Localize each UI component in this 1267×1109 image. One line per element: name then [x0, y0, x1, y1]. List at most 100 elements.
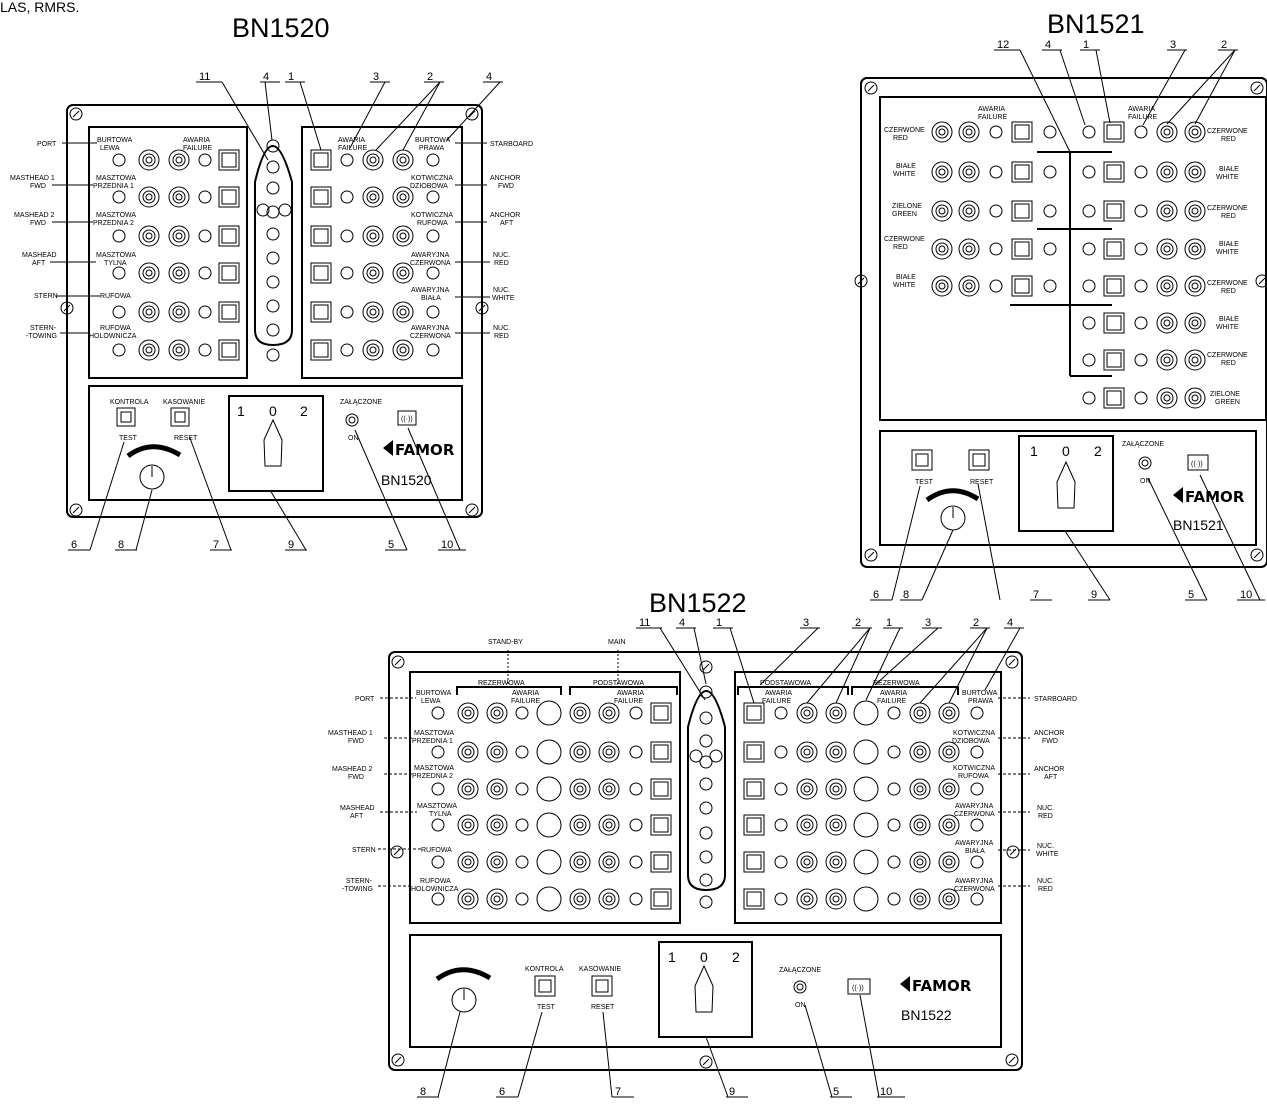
side-aft-r: AFT: [500, 220, 514, 227]
failure-button[interactable]: [743, 778, 765, 800]
lbl-awaria-r: AWARIA: [1128, 106, 1155, 113]
failure-button-inner: [746, 854, 762, 870]
failure-button[interactable]: [218, 149, 240, 171]
failure-button[interactable]: [1011, 275, 1033, 297]
reserve-lamp: [853, 849, 879, 875]
indicator-lamp-small: [431, 818, 445, 832]
test-label: TEST: [119, 435, 138, 442]
side-nuc-2: NUC.: [1037, 843, 1054, 850]
navigation-lamp: [1156, 312, 1178, 334]
selector-pos-0: 0: [269, 403, 277, 419]
failure-button[interactable]: [1103, 238, 1125, 260]
failure-button[interactable]: [1103, 161, 1125, 183]
failure-button[interactable]: [743, 814, 765, 836]
dimmer-knob[interactable]: [139, 464, 165, 490]
navigation-lamp-core: [493, 895, 501, 903]
label-rufowa: RUFOWA: [100, 293, 131, 300]
failure-button[interactable]: [650, 702, 672, 724]
test-button[interactable]: [116, 407, 136, 427]
failure-button[interactable]: [1103, 275, 1125, 297]
failure-button[interactable]: [650, 741, 672, 763]
callout-leader: [659, 627, 706, 701]
navigation-lamp: [362, 186, 384, 208]
failure-button[interactable]: [310, 262, 332, 284]
mode-selector[interactable]: [1018, 435, 1114, 532]
mode-selector[interactable]: [658, 941, 753, 1038]
navigation-lamp-inner: [800, 745, 814, 759]
navigation-lamp-inner: [573, 855, 587, 869]
failure-button-inner: [653, 854, 669, 870]
failure-button[interactable]: [743, 741, 765, 763]
failure-button[interactable]: [218, 186, 240, 208]
callout-number: 9: [729, 1086, 735, 1098]
mode-selector[interactable]: [228, 395, 324, 492]
navigation-lamp: [825, 778, 847, 800]
navigation-lamp-inner: [1188, 165, 1202, 179]
dimmer-knob[interactable]: [451, 987, 477, 1013]
callout-leader: [89, 441, 125, 551]
failure-button[interactable]: [650, 814, 672, 836]
failure-button[interactable]: [1103, 121, 1125, 143]
failure-button[interactable]: [310, 225, 332, 247]
callout-leader: [1166, 49, 1236, 125]
failure-button[interactable]: [1103, 312, 1125, 334]
side-starboard: STARBOARD: [490, 141, 533, 148]
side-nuc-3: NUC.: [493, 325, 510, 332]
reset-button[interactable]: [968, 449, 990, 471]
callout-number: 7: [213, 539, 219, 551]
failure-button[interactable]: [650, 888, 672, 910]
failure-button[interactable]: [1011, 238, 1033, 260]
indicator-lamp-small: [1134, 353, 1148, 367]
navigation-lamp: [392, 186, 414, 208]
navigation-lamp-inner: [1160, 165, 1174, 179]
navigation-lamp-core: [945, 858, 953, 866]
label-awaryjna-2: AWARYJNA: [411, 287, 450, 294]
navigation-lamp: [362, 149, 384, 171]
failure-button[interactable]: [218, 262, 240, 284]
failure-button[interactable]: [1011, 161, 1033, 183]
reset-button[interactable]: [591, 975, 613, 997]
navigation-lamp-core: [464, 785, 472, 793]
failure-button[interactable]: [743, 851, 765, 873]
failure-button[interactable]: [650, 851, 672, 873]
side-mashead-2: MASHEAD 2: [14, 212, 55, 219]
lbl-white-2: WHITE: [893, 282, 916, 289]
side-leaders: [378, 697, 1030, 887]
indicator-lamp-small: [266, 275, 280, 289]
label-kotwiczna-1: KOTWICZNA: [411, 175, 453, 182]
failure-button[interactable]: [1011, 200, 1033, 222]
failure-button[interactable]: [1103, 387, 1125, 409]
navigation-lamp-core: [965, 282, 973, 290]
test-button[interactable]: [534, 975, 556, 997]
failure-button[interactable]: [310, 186, 332, 208]
callout-number: 1: [716, 617, 722, 629]
navigation-lamp-core: [175, 156, 183, 164]
navigation-lamp-core: [803, 709, 811, 717]
label-masztowa-1: MASZTOWA: [414, 730, 454, 737]
failure-button[interactable]: [1103, 349, 1125, 371]
side-fwd: FWD: [498, 183, 514, 190]
failure-button[interactable]: [310, 339, 332, 361]
label-biala: BIAŁA: [965, 848, 985, 855]
rlbl-13: RED: [1221, 360, 1236, 367]
indicator-lamp-small: [198, 190, 212, 204]
reset-button[interactable]: [170, 407, 190, 427]
callout-number: 1: [886, 617, 892, 629]
rlbl-7: WHITE: [1216, 249, 1239, 256]
indicator-lamp-small: [774, 818, 788, 832]
indicator-lamp-small: [699, 777, 713, 791]
test-button[interactable]: [911, 449, 933, 471]
navigation-lamp: [909, 741, 931, 763]
failure-button[interactable]: [743, 888, 765, 910]
failure-button[interactable]: [218, 301, 240, 323]
navigation-lamp-inner: [142, 229, 156, 243]
navigation-lamp-core: [938, 168, 946, 176]
failure-button[interactable]: [1103, 200, 1125, 222]
failure-button[interactable]: [650, 778, 672, 800]
failure-button[interactable]: [218, 339, 240, 361]
failure-button[interactable]: [218, 225, 240, 247]
callout-number: 9: [1091, 589, 1097, 601]
failure-button[interactable]: [310, 301, 332, 323]
selector-pos-0: 0: [700, 949, 708, 965]
failure-button[interactable]: [1011, 121, 1033, 143]
